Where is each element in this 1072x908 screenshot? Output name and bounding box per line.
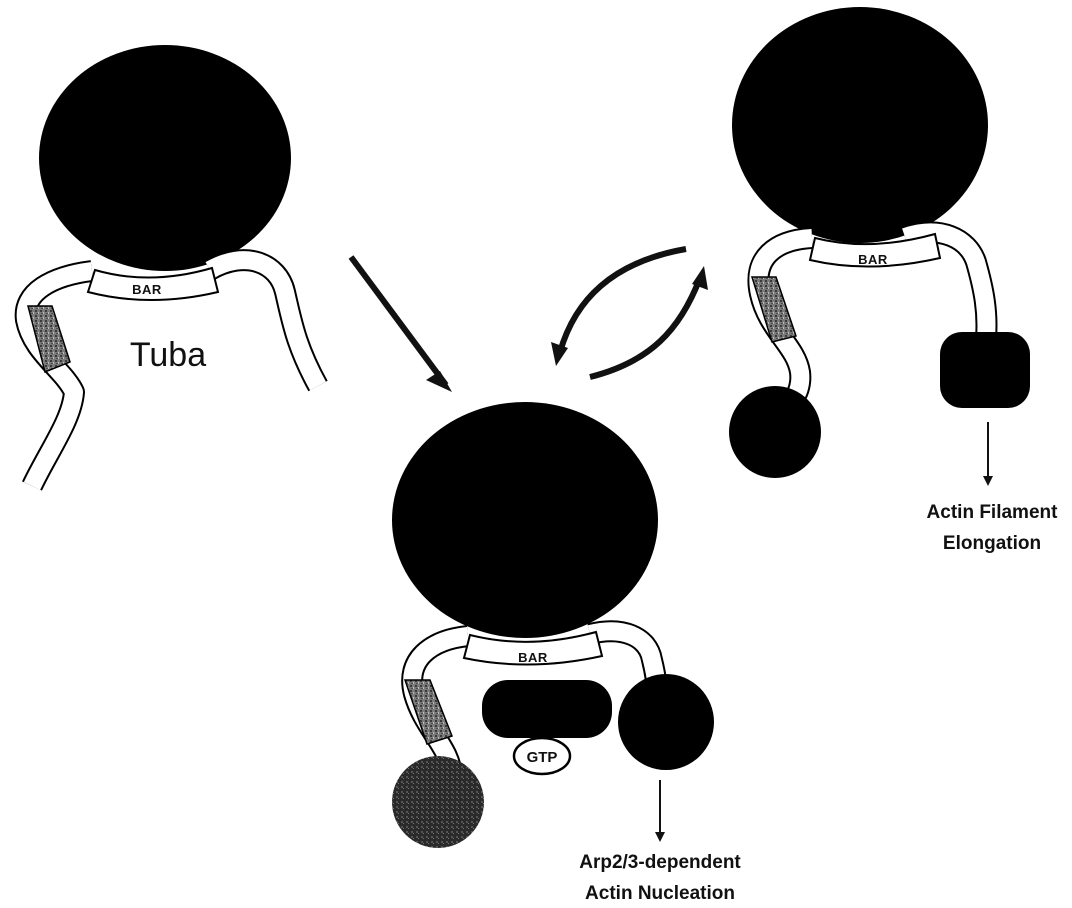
arm-left-inner [26, 271, 92, 486]
tuba-inactive: BAR Tuba [26, 45, 318, 486]
tuba-nucleation-state: BAR GTP Arp2/3-dependent Actin Nucleatio… [392, 402, 741, 904]
arrow-to-active [351, 257, 446, 385]
domain-large-middle [392, 402, 658, 638]
sh3-circle-middle-right [618, 674, 714, 770]
bar-label-middle: BAR [518, 650, 548, 665]
arrow-to-active-head [426, 371, 452, 392]
reverse-arrow-upper-head [551, 342, 568, 366]
bar-label-left: BAR [132, 282, 162, 297]
elongation-label-1: Actin Filament [927, 502, 1059, 523]
dh-domain-right [940, 332, 1030, 408]
nucleation-label-1: Arp2/3-dependent [579, 852, 741, 873]
nucleation-label-2: Actin Nucleation [585, 883, 735, 904]
gtp-label: GTP [527, 749, 558, 766]
sh3-circle-middle-left [392, 756, 484, 848]
tuba-elongation-state: BAR Actin Filament Elongation [729, 7, 1058, 554]
reverse-arrow-lower [590, 278, 700, 377]
nucleation-arrow-head [655, 832, 665, 842]
bar-label-right: BAR [858, 252, 888, 267]
tuba-label: Tuba [130, 336, 206, 374]
dh-domain-middle [482, 680, 612, 738]
sh3-circle-right [729, 386, 821, 478]
elongation-arrow-head [983, 476, 993, 486]
domain-large-left [39, 45, 291, 271]
domain-large-right [732, 7, 988, 243]
elongation-label-2: Elongation [943, 533, 1041, 554]
